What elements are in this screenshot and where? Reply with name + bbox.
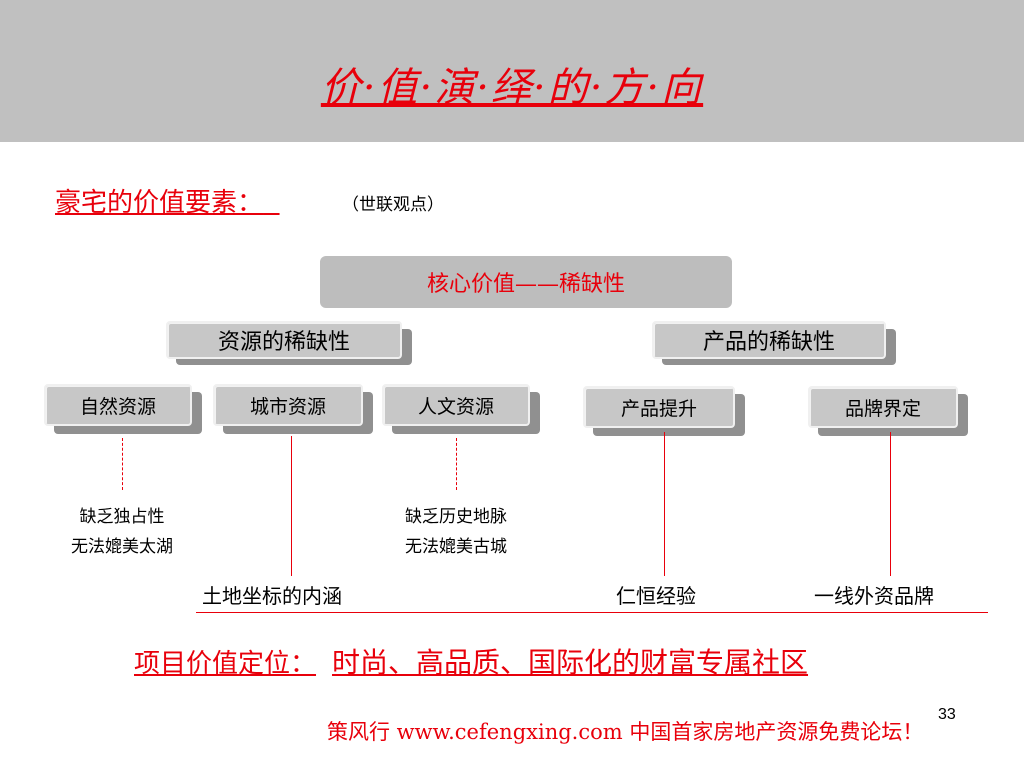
results-baseline xyxy=(196,612,988,613)
section-heading: 豪宅的价值要素： xyxy=(55,186,280,220)
core-value-label: 核心价值——稀缺性 xyxy=(426,272,625,297)
city-resource-result: 土地坐标的内涵 xyxy=(202,584,342,608)
brand-definition-result: 一线外资品牌 xyxy=(814,584,934,608)
product-upgrade-result: 仁恒经验 xyxy=(616,584,696,608)
section-heading-text: 豪宅的价值要素： xyxy=(55,188,264,218)
positioning-value: 时尚、高品质、国际化的财富专属社区 xyxy=(332,646,809,679)
cultural-resource-note-line-1: 缺乏历史地脉 xyxy=(405,507,507,527)
resource-scarcity-box: 资源的稀缺性 xyxy=(166,321,402,359)
section-note: （世联观点） xyxy=(342,195,444,215)
positioning-label: 项目价值定位： xyxy=(134,649,317,679)
product-scarcity-label: 产品的稀缺性 xyxy=(702,330,835,355)
page-number: 33 xyxy=(938,706,956,723)
product-upgrade-box: 产品提升 xyxy=(583,386,735,428)
natural-resource-label: 自然资源 xyxy=(79,395,156,418)
natural-resource-note: 缺乏独占性 无法媲美太湖 xyxy=(42,502,202,562)
natural-resource-note-line-2: 无法媲美太湖 xyxy=(71,537,173,557)
project-positioning: 项目价值定位： 时尚、高品质、国际化的财富专属社区 xyxy=(134,645,808,682)
city-resource-label: 城市资源 xyxy=(249,395,326,418)
brand-definition-label: 品牌界定 xyxy=(844,397,921,420)
cultural-resource-note-line-2: 无法媲美古城 xyxy=(405,537,507,557)
cultural-resource-note: 缺乏历史地脉 无法媲美古城 xyxy=(372,502,540,562)
cultural-resource-label: 人文资源 xyxy=(417,395,494,418)
slide-title: 价·值·演·绎·的·方·向 xyxy=(320,65,704,111)
brand-definition-connector xyxy=(890,432,891,576)
natural-resource-note-line-1: 缺乏独占性 xyxy=(79,507,165,527)
header-band xyxy=(0,0,1024,142)
product-upgrade-label: 产品提升 xyxy=(620,397,697,420)
section-heading-underline-gap xyxy=(263,188,280,218)
product-upgrade-connector xyxy=(664,432,665,576)
core-value-box: 核心价值——稀缺性 xyxy=(320,256,732,308)
footer-banner: 策风行 www.cefengxing.com 中国首家房地产资源免费论坛！ xyxy=(327,720,924,744)
cultural-resource-connector xyxy=(456,438,457,490)
city-resource-connector xyxy=(291,436,292,576)
brand-definition-box: 品牌界定 xyxy=(808,386,958,428)
city-resource-box: 城市资源 xyxy=(213,384,363,426)
resource-scarcity-label: 资源的稀缺性 xyxy=(217,330,350,355)
cultural-resource-box: 人文资源 xyxy=(382,384,530,426)
natural-resource-connector xyxy=(122,438,123,490)
natural-resource-box: 自然资源 xyxy=(44,384,192,426)
product-scarcity-box: 产品的稀缺性 xyxy=(652,321,886,359)
